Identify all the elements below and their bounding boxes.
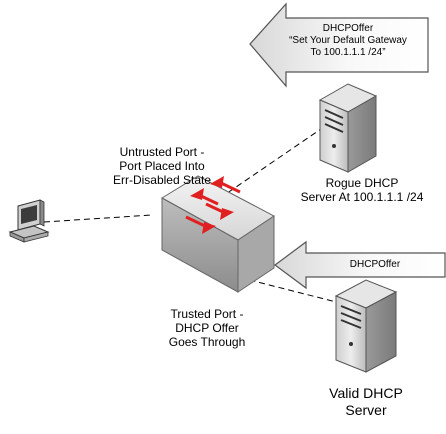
untrusted-port-line3: Err-Disabled State	[112, 173, 212, 188]
rogue-offer-label: DHCPOffer “Set Your Default Gateway To 1…	[270, 23, 426, 58]
valid-server-icon	[334, 279, 398, 373]
valid-offer-arrow	[273, 240, 446, 290]
valid-server-line1: Valid DHCP	[329, 385, 403, 401]
rogue-server-line2: Server At 100.1.1.1 /24	[300, 190, 424, 205]
rogue-offer-line1: DHCPOffer	[322, 23, 374, 34]
trusted-port-line2: DHCP Offer	[175, 321, 239, 336]
trusted-port-line1: Trusted Port -	[170, 307, 244, 321]
untrusted-port-label: Untrusted Port - Port Placed Into Err-Di…	[98, 145, 226, 187]
rogue-server-line1: Rogue DHCP	[325, 176, 399, 190]
untrusted-port-line1: Untrusted Port -	[119, 145, 205, 159]
trusted-port-label: Trusted Port - DHCP Offer Goes Through	[148, 307, 266, 349]
workstation-icon	[8, 199, 50, 243]
switch-arrows	[185, 176, 241, 234]
trusted-port-line3: Goes Through	[168, 335, 246, 350]
valid-server-label: Valid DHCP Server	[306, 385, 426, 418]
valid-server-line2: Server	[345, 401, 387, 418]
pc-switch-link	[43, 214, 153, 223]
rogue-offer-arrow	[249, 2, 429, 88]
valid-offer-label: DHCPOffer	[310, 259, 440, 271]
rogue-offer-line3: To 100.1.1.1 /24”	[310, 46, 386, 58]
rogue-server-icon	[318, 83, 378, 173]
rogue-offer-line2: “Set Your Default Gateway	[289, 34, 407, 46]
switch-icon	[161, 175, 275, 293]
valid-offer-text: DHCPOffer	[349, 259, 401, 270]
rogue-server-label: Rogue DHCP Server At 100.1.1.1 /24	[292, 176, 432, 204]
untrusted-port-line2: Port Placed Into	[119, 159, 205, 174]
